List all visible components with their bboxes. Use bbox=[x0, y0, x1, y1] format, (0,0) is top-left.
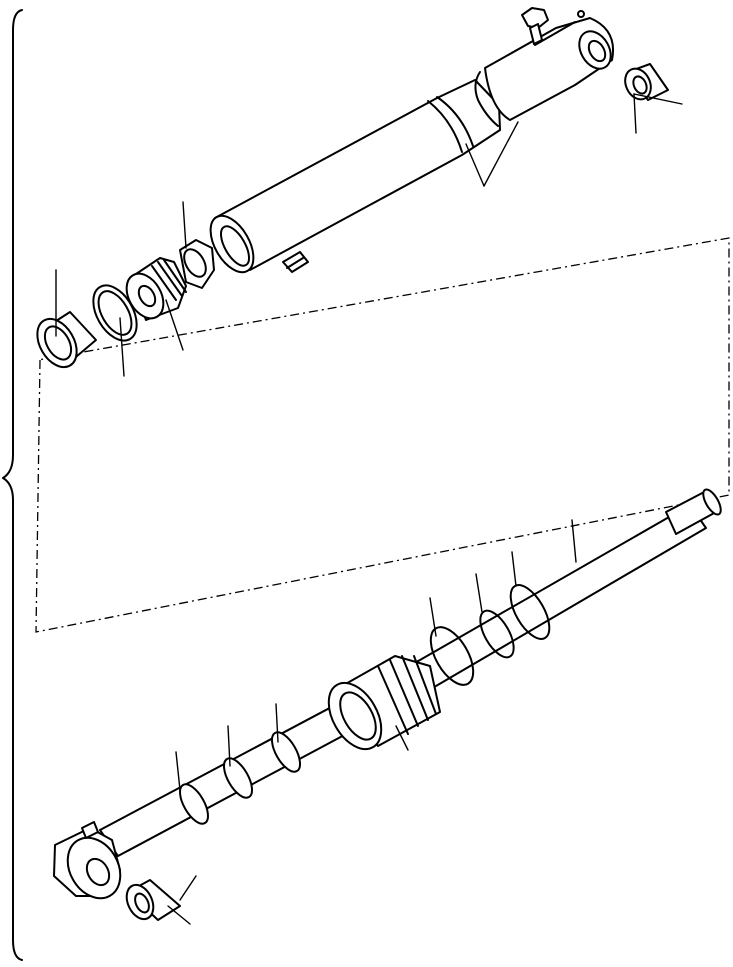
leader-lines-lower bbox=[167, 519, 577, 925]
leader-lines-upper bbox=[55, 93, 683, 377]
rod-eye-bushing bbox=[125, 879, 181, 921]
rod-seal-rings bbox=[179, 584, 551, 825]
grease-fitting bbox=[521, 7, 585, 45]
cylinder-tube bbox=[209, 17, 614, 274]
rod-nut bbox=[179, 239, 215, 289]
snap-ring bbox=[92, 284, 138, 342]
rod-eye bbox=[53, 821, 122, 900]
group-brace bbox=[2, 9, 23, 961]
assembly-line bbox=[35, 237, 730, 633]
top-bushing bbox=[624, 63, 669, 101]
piston bbox=[327, 655, 441, 751]
